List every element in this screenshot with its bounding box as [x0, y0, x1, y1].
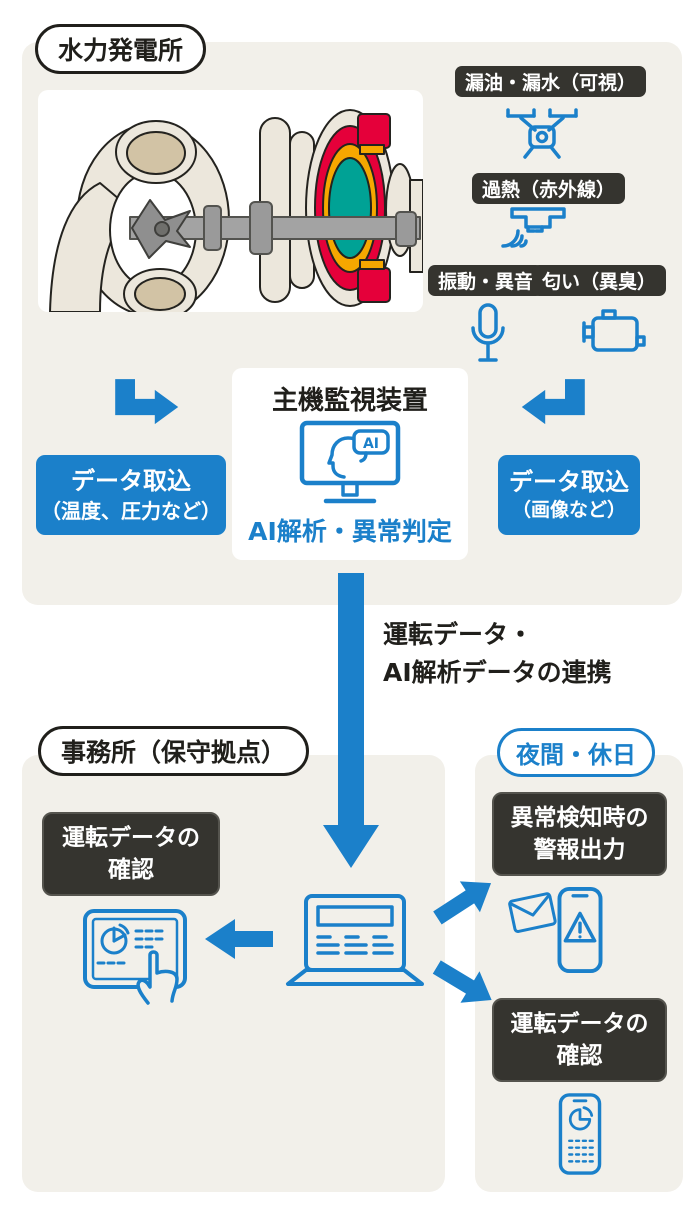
night-operation-check-line2: 確認	[556, 1043, 603, 1069]
data-import-sensors-line1: データ取込	[71, 467, 191, 496]
alarm-output-line1: 異常検知時の	[510, 804, 649, 831]
night-holiday-title: 夜間・休日	[516, 741, 636, 769]
monitoring-unit-title: 主機監視装置	[271, 386, 428, 416]
machine-illustration-card	[38, 90, 423, 312]
plant-title: 水力発電所	[58, 36, 184, 65]
office-title: 事務所（保守拠点）	[61, 738, 287, 767]
plant-title-pill: 水力発電所	[35, 24, 207, 74]
odor-sensor-icon	[582, 309, 646, 352]
main-monitoring-unit: 主機監視装置 AI AI解析・異常判定	[232, 368, 468, 560]
alert-phone-icon	[557, 886, 603, 974]
night-operation-check-box: 運転データの 確認	[492, 998, 667, 1082]
microphone-icon	[471, 303, 505, 362]
up-right-arrow-icon	[433, 881, 492, 925]
data-link-line2: AI解析データの連携	[383, 657, 612, 687]
data-import-images-line1: データ取込	[509, 468, 629, 497]
office-operation-check-box: 運転データの 確認	[42, 812, 220, 896]
down-right-arrow-icon	[432, 960, 492, 1003]
data-import-images-box: データ取込 （画像など）	[498, 455, 640, 535]
ai-bubble-text: AI	[363, 436, 379, 452]
sensor-tag-odor: 匂い（異臭）	[532, 265, 667, 296]
sensor-tag-odor-label: 匂い（異臭）	[542, 271, 657, 293]
office-title-pill: 事務所（保守拠点）	[38, 726, 310, 776]
data-link-text: 運転データ・ AI解析データの連携	[383, 616, 612, 691]
elbow-arrow-left-icon	[115, 379, 179, 425]
turbine-generator-illustration	[49, 109, 423, 312]
night-holiday-title-pill: 夜間・休日	[497, 728, 655, 777]
ai-monitor-icon: AI	[299, 420, 401, 503]
mail-icon	[508, 892, 557, 933]
laptop-icon	[286, 894, 424, 986]
sensor-tag-leak-label: 漏油・漏水（可視）	[465, 72, 637, 94]
chart-phone-icon	[558, 1093, 602, 1175]
sensor-tag-vibration-label: 振動・異音	[438, 271, 534, 293]
sensor-tag-overheat: 過熱（赤外線）	[472, 173, 626, 204]
data-import-images-line2: （画像など）	[511, 499, 626, 522]
tablet-touch-icon	[83, 909, 187, 1005]
data-import-sensors-line2: （温度、圧力など）	[41, 498, 221, 523]
data-link-line1: 運転データ・	[383, 620, 534, 649]
down-arrow-icon	[323, 573, 379, 868]
alarm-output-box: 異常検知時の 警報出力	[492, 792, 667, 876]
sensor-tag-leak: 漏油・漏水（可視）	[455, 66, 647, 97]
heat-sensor-icon	[501, 207, 566, 248]
night-operation-check-line1: 運転データの	[510, 1010, 649, 1037]
sensor-tag-vibration: 振動・異音	[428, 265, 544, 296]
monitoring-unit-result: AI解析・異常判定	[248, 517, 452, 546]
drone-icon	[506, 108, 578, 159]
alarm-output-line2: 警報出力	[533, 837, 626, 863]
left-arrow-icon	[205, 919, 273, 959]
data-import-sensors-box: データ取込 （温度、圧力など）	[36, 455, 226, 535]
sensor-tag-overheat-label: 過熱（赤外線）	[482, 179, 616, 201]
office-operation-check-line1: 運転データの	[62, 824, 200, 851]
elbow-arrow-right-icon	[521, 379, 585, 425]
office-operation-check-line2: 確認	[108, 857, 154, 883]
